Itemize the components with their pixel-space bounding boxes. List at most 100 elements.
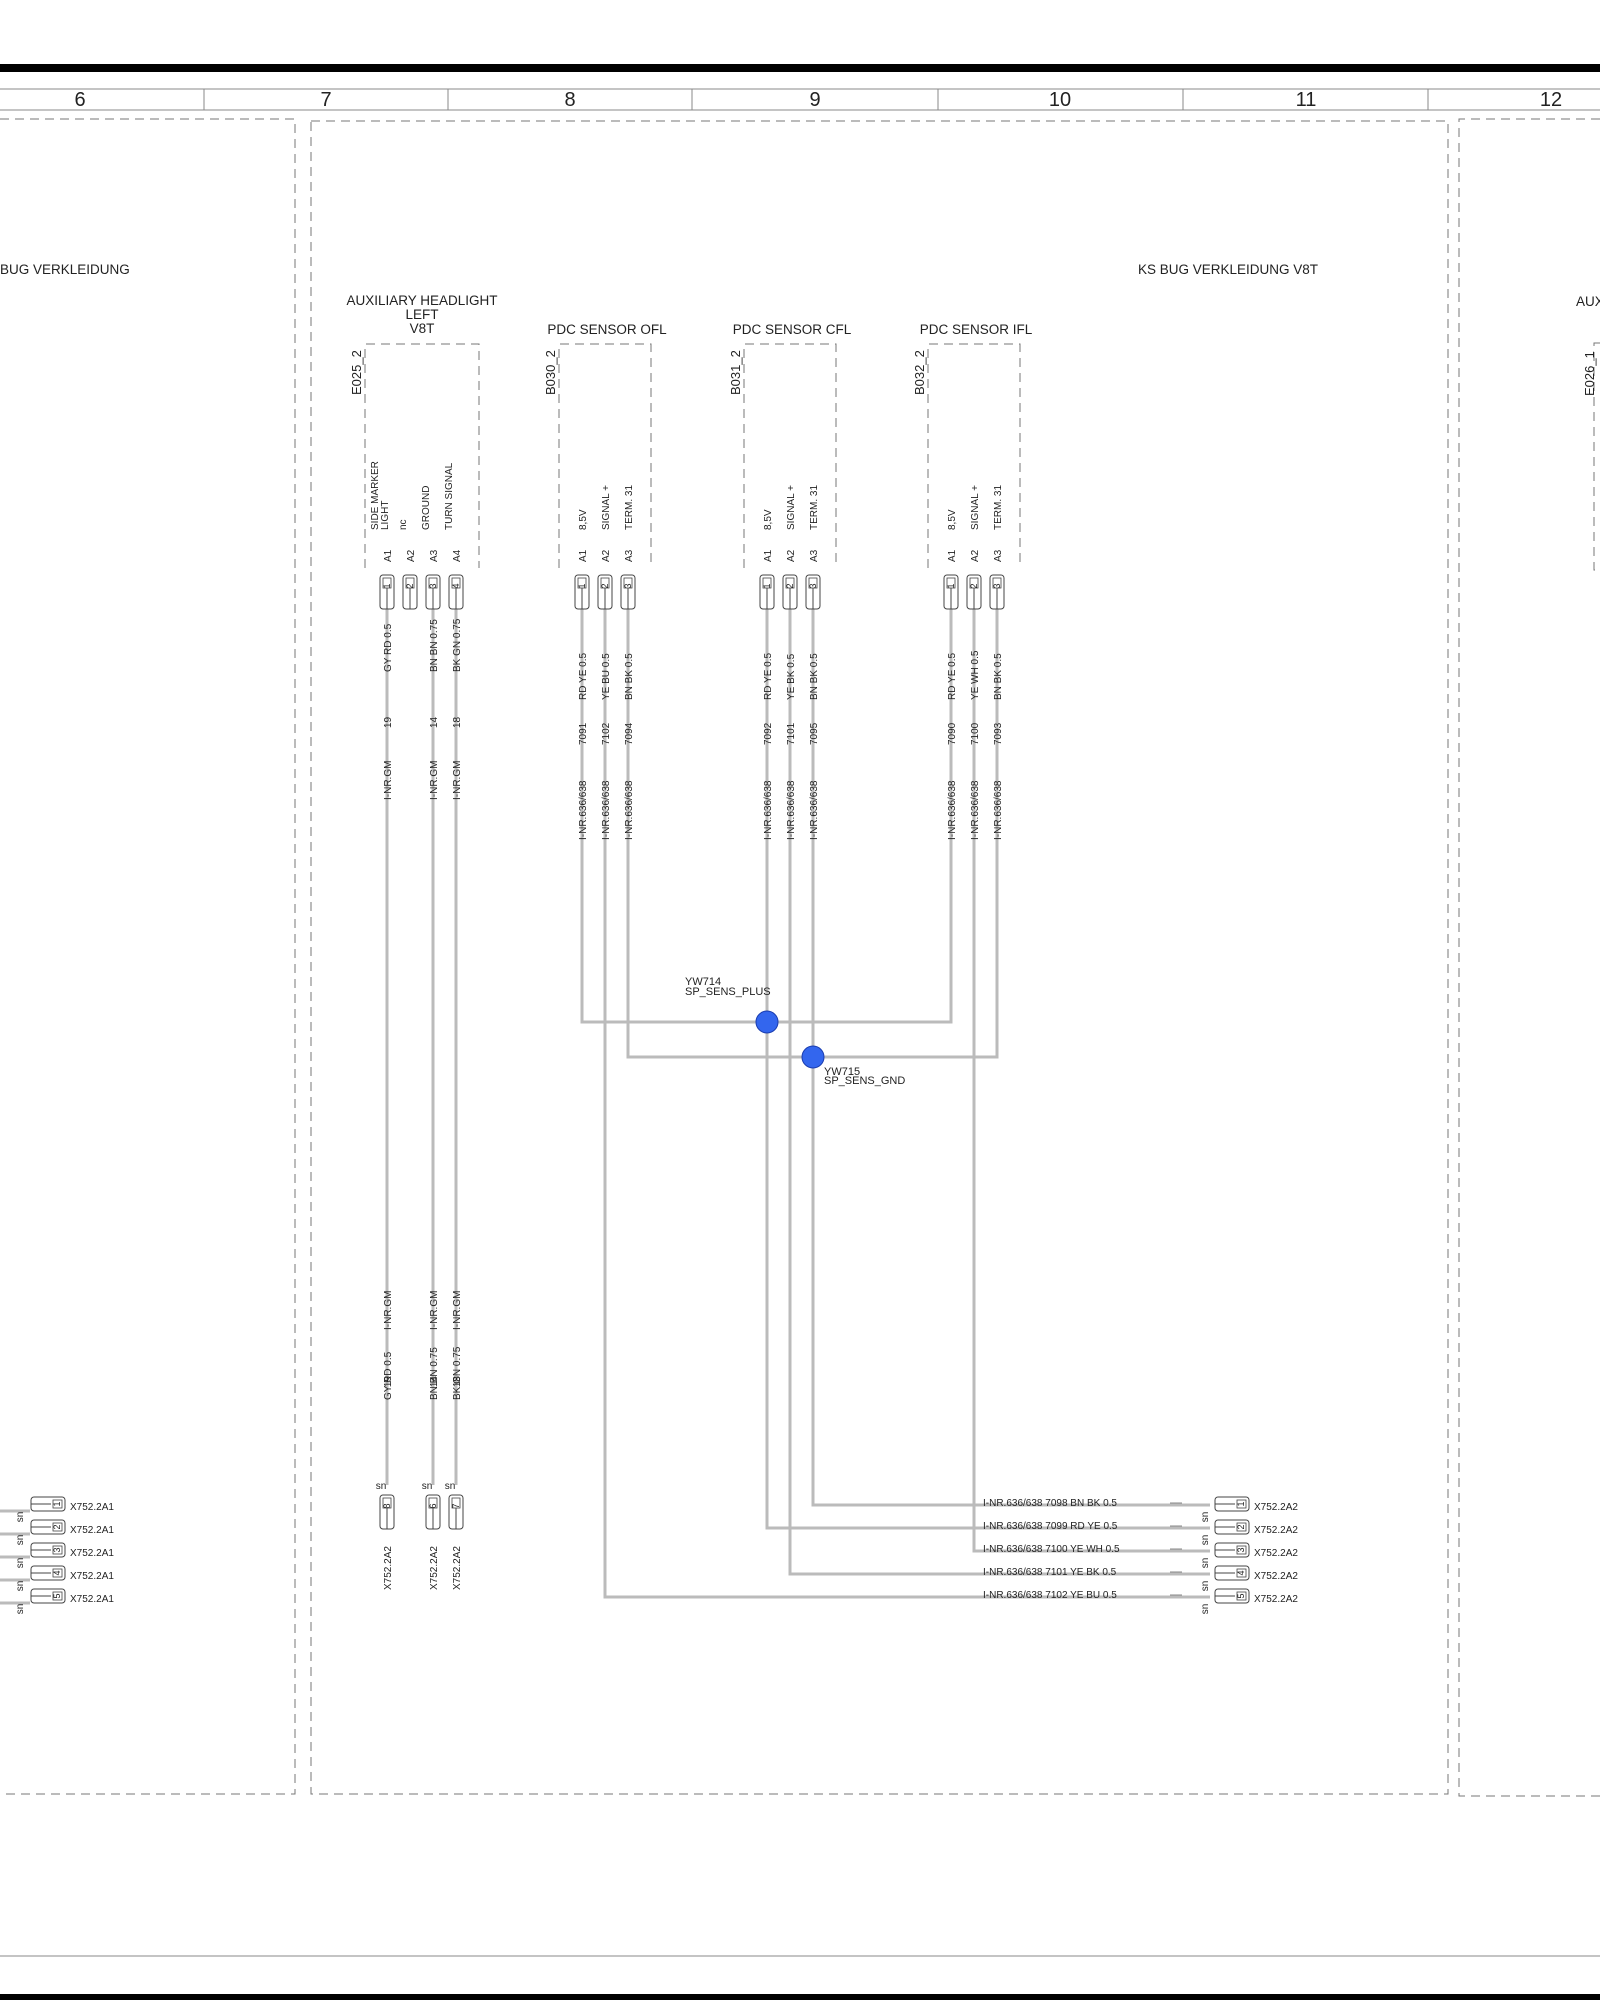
pin-number: 5 xyxy=(52,1593,62,1598)
sensor-title: PDC SENSOR CFL xyxy=(733,322,852,337)
pin-function: 8,5V xyxy=(578,509,589,530)
pin-number: 1 xyxy=(946,583,956,588)
pin-label: A4 xyxy=(452,549,463,562)
pin-function: 8,5V xyxy=(763,509,774,530)
sn-label: sn xyxy=(422,1481,433,1492)
pin-label: A1 xyxy=(578,549,589,562)
pin-number: 3 xyxy=(623,583,633,588)
connector-id: X752.2A1 xyxy=(70,1594,114,1605)
splice-point xyxy=(801,1045,825,1069)
wire-route xyxy=(788,609,1210,1576)
wire-circuit: 14 xyxy=(429,1376,440,1388)
top-border xyxy=(0,64,1600,72)
right-connector-box xyxy=(1593,342,1600,571)
pin-number: 5 xyxy=(1236,1593,1246,1598)
sn-label: sn xyxy=(1200,1581,1211,1592)
wire-inr: I-NR.636/638 xyxy=(970,780,981,840)
wire-inr: I-NR.GM xyxy=(383,1291,394,1330)
connector-id: X752.2A1 xyxy=(70,1548,114,1559)
sensor-id: B030_2 xyxy=(543,350,558,395)
connector-id: X752.2A2 xyxy=(429,1546,440,1590)
pin-label: A2 xyxy=(406,549,417,562)
bottom-border xyxy=(0,1994,1600,2000)
pin-number: 7 xyxy=(451,1503,461,1508)
wire-inr: I-NR.GM xyxy=(383,761,394,800)
wire-color: BN BK 0.5 xyxy=(993,653,1004,700)
connector-id: X752.2A2 xyxy=(383,1546,394,1590)
connector-id: X752.2A1 xyxy=(70,1502,114,1513)
pin-number-box xyxy=(52,1499,63,1509)
connector-id: X752.2A1 xyxy=(70,1571,114,1582)
aux-headlight-box xyxy=(364,343,480,568)
connector-id: X752.2A2 xyxy=(1254,1594,1298,1605)
module-frame-left xyxy=(0,118,296,1795)
connector-id: X752.2A2 xyxy=(452,1546,463,1590)
pin-number: 8 xyxy=(382,1503,392,1508)
wire-color: BN BN 0.75 xyxy=(429,619,440,672)
sn-label: sn xyxy=(376,1481,387,1492)
pin-function: TERM. 31 xyxy=(624,485,635,530)
wire-color: RD YE 0.5 xyxy=(763,653,774,700)
wire-inr: I-NR.636/638 xyxy=(993,780,1004,840)
splice-point xyxy=(755,1010,779,1034)
wire-circuit: 18 xyxy=(452,716,463,728)
pin-number: 3 xyxy=(1236,1547,1246,1552)
wire-color: BN BK 0.5 xyxy=(809,653,820,700)
pin-number: 1 xyxy=(52,1501,62,1506)
wire-circuit: 7102 xyxy=(601,722,612,745)
wire-circuit: 14 xyxy=(429,716,440,728)
sensor-box xyxy=(927,343,1021,568)
pin-label: A1 xyxy=(763,549,774,562)
connector-id: X752.2A2 xyxy=(1254,1525,1298,1536)
wire-label: I-NR.636/638 7099 RD YE 0.5 xyxy=(983,1521,1118,1532)
wire-inr: I-NR.GM xyxy=(452,761,463,800)
sn-label: sn xyxy=(445,1481,456,1492)
pin-label: A2 xyxy=(601,549,612,562)
wire-route xyxy=(972,609,1210,1553)
zone-number: 12 xyxy=(1540,89,1562,111)
pin-label: A3 xyxy=(809,549,820,562)
module-frame-right xyxy=(1458,118,1600,1797)
sensor-box xyxy=(743,343,837,568)
splice-id: YW715 xyxy=(824,1066,860,1078)
pin-number-box xyxy=(1236,1568,1247,1578)
wire-inr: I-NR.636/638 xyxy=(763,780,774,840)
wire-color: YE BK 0.5 xyxy=(786,653,797,700)
pin-number-box xyxy=(52,1568,63,1578)
wire-color: BN BN 0.75 xyxy=(429,1347,440,1400)
wire-color: RD YE 0.5 xyxy=(578,653,589,700)
pin-number: 2 xyxy=(600,583,610,588)
pin-number: 2 xyxy=(1236,1524,1246,1529)
splice-name: SP_SENS_GND xyxy=(824,1075,905,1087)
wire-inr: I-NR.636/638 xyxy=(601,780,612,840)
pin-function: TERM. 31 xyxy=(993,485,1004,530)
pin-number: 1 xyxy=(577,583,587,588)
pin-number-box xyxy=(52,1591,63,1601)
pin-function: GROUND xyxy=(421,486,432,530)
wire-circuit: 18 xyxy=(452,1376,463,1388)
sn-label: sn xyxy=(15,1535,26,1546)
wire-circuit: 7092 xyxy=(763,722,774,745)
wire-label: I-NR.636/638 7101 YE BK 0.5 xyxy=(983,1567,1117,1578)
zone-number: 6 xyxy=(74,89,85,111)
pin-function: TERM. 31 xyxy=(809,485,820,530)
wire-inr: I-NR.636/638 xyxy=(786,780,797,840)
wire-circuit: 7094 xyxy=(624,722,635,745)
wire-route xyxy=(811,609,1210,1507)
wire-inr: I-NR.636/638 xyxy=(624,780,635,840)
pin-number-box xyxy=(1236,1591,1247,1601)
pin-label: A3 xyxy=(993,549,1004,562)
connector-id: X752.2A2 xyxy=(1254,1548,1298,1559)
pin-function: SIDE MARKER xyxy=(370,461,381,530)
module-frame-main xyxy=(310,120,1449,1795)
pin-number: 3 xyxy=(52,1547,62,1552)
sensor-title: PDC SENSOR OFL xyxy=(547,322,667,337)
wire-color: GY RD 0.5 xyxy=(383,1351,394,1400)
aux-headlight-title: AUXILIARY HEADLIGHT xyxy=(346,293,497,308)
pin-label: A2 xyxy=(786,549,797,562)
pin-number: 2 xyxy=(785,583,795,588)
wire-label: I-NR.636/638 7102 YE BU 0.5 xyxy=(983,1590,1117,1601)
wire-color: YE WH 0.5 xyxy=(970,650,981,700)
